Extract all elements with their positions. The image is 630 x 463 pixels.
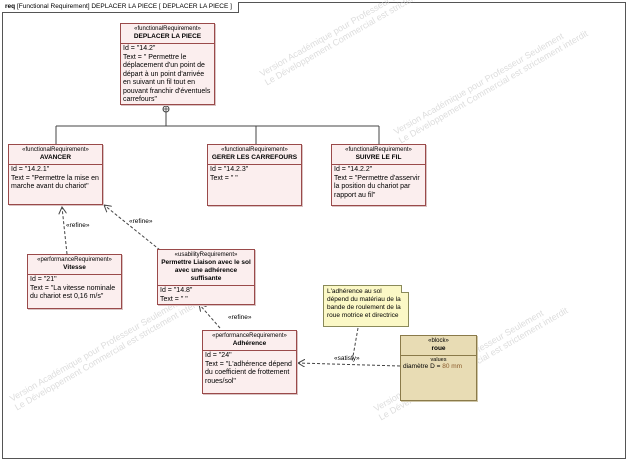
requirement-id: Id = "14.2.1" xyxy=(11,166,50,173)
requirement-id: Id = "14.8" xyxy=(160,287,193,294)
requirement-text: Text = " " xyxy=(210,174,238,182)
requirement-liaison-sol[interactable]: «usabilityRequirement» Permettre Liaison… xyxy=(157,249,255,305)
requirement-name: SUIVRE LE FIL xyxy=(355,154,402,161)
requirement-name: Adhérence xyxy=(232,340,267,347)
comment-note[interactable]: L'adhérence au sol dépend du matériau de… xyxy=(323,285,409,327)
note-fold xyxy=(401,285,409,293)
requirement-adherence[interactable]: «performanceRequirement» Adhérence Id = … xyxy=(202,330,297,394)
refine-label: «refine» xyxy=(66,222,90,229)
note-text: L'adhérence au sol dépend du matériau de… xyxy=(327,288,401,319)
requirement-text: Text = " Permettre le déplacement d'un p… xyxy=(123,53,211,104)
requirement-id: Id = "21" xyxy=(30,276,57,283)
stereotype-label: «functionalRequirement» xyxy=(134,26,201,32)
refine-label: «refine» xyxy=(228,314,252,321)
requirement-gerer-les-carrefours[interactable]: «functionalRequirement» GERER LES CARREF… xyxy=(207,144,302,206)
value-property: diamètre D = 80 mm xyxy=(403,363,463,370)
requirement-deplacer-la-piece[interactable]: «functionalRequirement» DEPLACER LA PIEC… xyxy=(120,23,215,105)
diagram-frame xyxy=(2,2,626,459)
requirement-text: Text = "La vitesse nominale du chariot e… xyxy=(30,284,116,301)
frame-title: [Functional Requirement] DEPLACER LA PIE… xyxy=(16,3,232,10)
value-amount: 80 mm xyxy=(442,363,463,370)
stereotype-label: «functionalRequirement» xyxy=(221,147,288,153)
refine-link-vitesse xyxy=(62,207,68,255)
refine-link-liaison xyxy=(104,205,161,251)
values-compartment-label: values xyxy=(430,357,447,363)
frame-kind: req xyxy=(5,3,16,10)
stereotype-label: «performanceRequirement» xyxy=(37,257,112,263)
requirement-name: Permettre Liaison avec le sol avec une a… xyxy=(161,259,251,282)
containment-symbol xyxy=(162,105,170,113)
requirement-id: Id = "24" xyxy=(205,352,232,359)
refine-label: «refine» xyxy=(129,218,153,225)
satisfy-label: «satisfy» xyxy=(334,355,360,362)
note-anchor xyxy=(351,327,359,363)
containment-tree xyxy=(55,112,380,144)
block-name: roue xyxy=(431,345,446,352)
requirement-text: Text = "Permettre d'asservir la position… xyxy=(334,174,420,199)
requirement-name: GERER LES CARREFOURS xyxy=(211,154,298,161)
requirement-name: Vitesse xyxy=(63,264,86,271)
stereotype-label: «performanceRequirement» xyxy=(212,333,287,339)
requirement-id: Id = "14.2.2" xyxy=(334,166,373,173)
requirement-text: Text = "Permettre la mise en marche avan… xyxy=(11,174,99,191)
satisfy-link xyxy=(298,363,401,366)
requirement-name: DEPLACER LA PIECE xyxy=(133,33,202,40)
block-roue[interactable]: «block» roue values diamètre D = 80 mm xyxy=(400,335,477,401)
refine-link-adherence xyxy=(199,304,221,329)
requirement-suivre-le-fil[interactable]: «functionalRequirement» SUIVRE LE FIL Id… xyxy=(331,144,426,206)
requirement-text: Text = "L'adhérence dépend du coefficien… xyxy=(205,360,292,385)
requirement-vitesse[interactable]: «performanceRequirement» Vitesse Id = "2… xyxy=(27,254,122,309)
stereotype-label: «block» xyxy=(428,338,449,344)
stereotype-label: «functionalRequirement» xyxy=(345,147,412,153)
requirement-name: AVANCER xyxy=(39,154,72,161)
stereotype-label: «usabilityRequirement» xyxy=(174,252,238,258)
stereotype-label: «functionalRequirement» xyxy=(22,147,89,153)
requirement-avancer[interactable]: «functionalRequirement» AVANCER Id = "14… xyxy=(8,144,103,205)
requirement-id: Id = "14.2" xyxy=(123,45,156,52)
requirement-id: Id = "14.2.3" xyxy=(210,166,249,173)
requirement-text: Text = " " xyxy=(160,295,188,303)
diagram-frame-tab[interactable]: req [Functional Requirement] DEPLACER LA… xyxy=(2,2,239,13)
